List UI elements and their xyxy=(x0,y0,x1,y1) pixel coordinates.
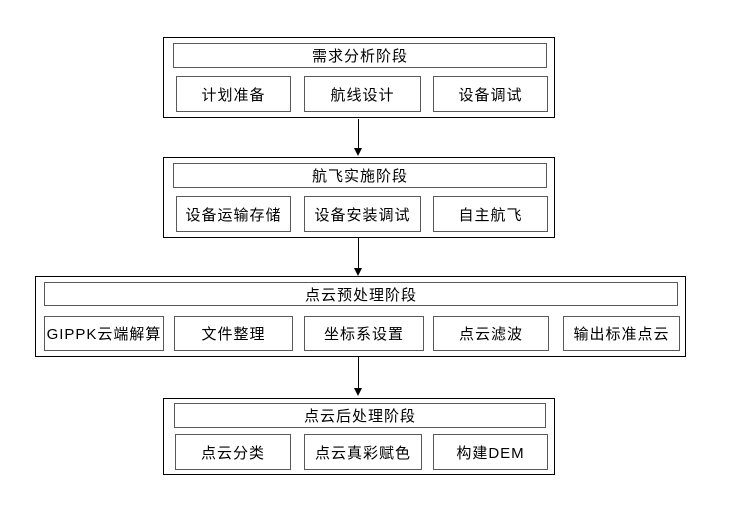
flow-arrow-down xyxy=(354,357,363,396)
arrow-shaft xyxy=(357,238,359,270)
step-box: 点云真彩赋色 xyxy=(304,434,422,470)
step-box: 自主航飞 xyxy=(433,196,548,232)
step-box: 文件整理 xyxy=(174,316,293,351)
arrow-head-icon xyxy=(354,268,362,276)
flow-arrow-down xyxy=(354,238,363,276)
step-box: 设备调试 xyxy=(433,76,548,112)
stage-title: 点云后处理阶段 xyxy=(174,403,546,428)
step-box: 输出标准点云 xyxy=(563,316,680,351)
step-box: 坐标系设置 xyxy=(304,316,424,351)
stage-title: 需求分析阶段 xyxy=(173,43,547,68)
arrow-head-icon xyxy=(354,388,362,396)
stage-flight-implementation: 航飞实施阶段 设备运输存储 设备安装调试 自主航飞 xyxy=(163,157,555,238)
stage-pointcloud-postprocessing: 点云后处理阶段 点云分类 点云真彩赋色 构建DEM xyxy=(163,398,555,475)
stage-title: 航飞实施阶段 xyxy=(173,163,547,188)
flow-arrow-down xyxy=(354,119,363,156)
step-box: 计划准备 xyxy=(176,76,291,112)
step-box: 设备运输存储 xyxy=(176,196,291,232)
arrow-shaft xyxy=(357,119,359,150)
step-box: GIPPK云端解算 xyxy=(44,316,164,351)
step-box: 点云滤波 xyxy=(433,316,549,351)
step-box: 设备安装调试 xyxy=(304,196,421,232)
arrow-head-icon xyxy=(354,148,362,156)
stage-title: 点云预处理阶段 xyxy=(44,282,678,306)
step-box: 点云分类 xyxy=(175,434,291,470)
step-box: 构建DEM xyxy=(433,434,548,470)
stage-pointcloud-preprocessing: 点云预处理阶段 GIPPK云端解算 文件整理 坐标系设置 点云滤波 输出标准点云 xyxy=(35,276,686,357)
step-box: 航线设计 xyxy=(304,76,421,112)
stage-requirement-analysis: 需求分析阶段 计划准备 航线设计 设备调试 xyxy=(163,37,555,118)
arrow-shaft xyxy=(357,357,359,390)
